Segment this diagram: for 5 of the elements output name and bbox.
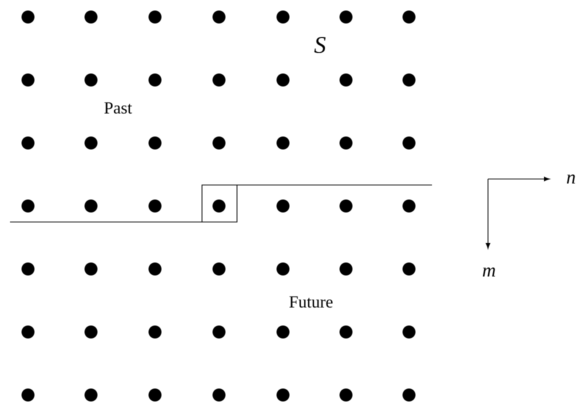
axis-label: m: [482, 268, 496, 276]
region-label: Future: [289, 296, 333, 308]
region-label: Past: [104, 102, 132, 114]
set-symbol: S: [314, 36, 326, 54]
axis-label: n: [566, 174, 575, 184]
